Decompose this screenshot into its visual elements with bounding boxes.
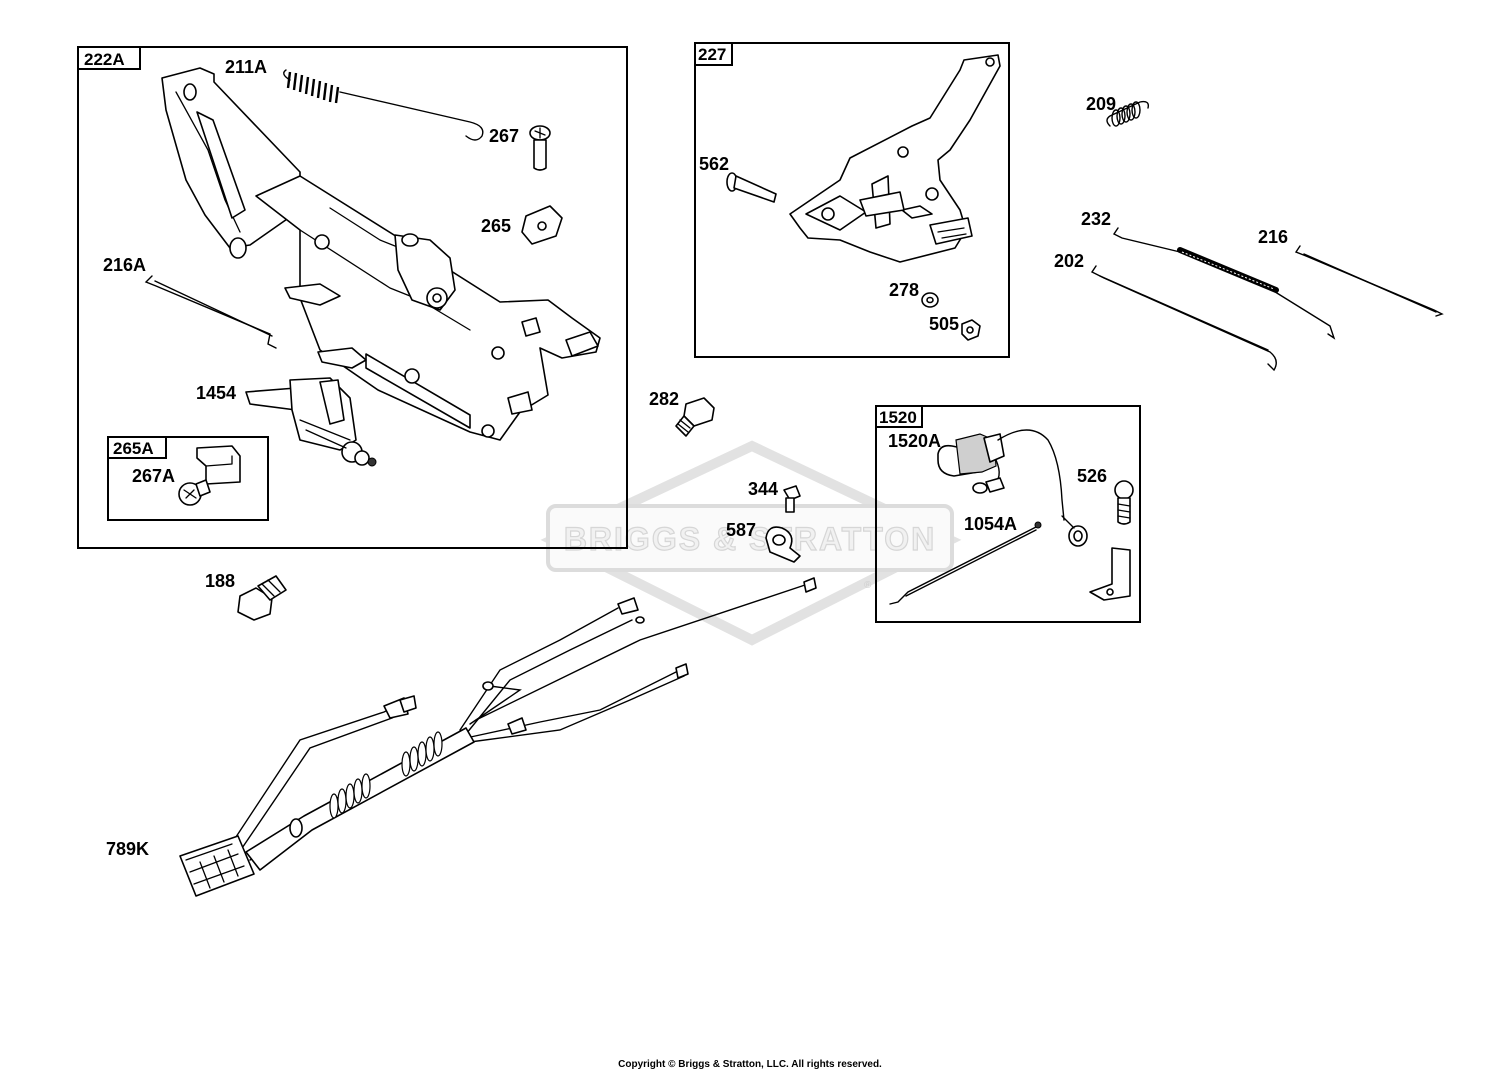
clamp-587-illustration [765, 526, 801, 563]
callout-505: 505 [929, 314, 959, 334]
wire-harness-789k-illustration [179, 577, 817, 897]
spring-209-illustration [1106, 100, 1150, 127]
callout-202: 202 [1054, 251, 1084, 271]
copyright-notice: Copyright © Briggs & Stratton, LLC. All … [618, 1059, 882, 1070]
screw-344-illustration [783, 485, 801, 513]
callout-216a: 216A [103, 255, 146, 275]
callout-587: 587 [726, 520, 756, 540]
screw-267a-illustration [178, 479, 211, 506]
briggs-stratton-watermark: BRIGGS & STRATTON ® [540, 440, 962, 646]
callout-278: 278 [889, 280, 919, 300]
callout-211a: 211A [225, 57, 267, 77]
callout-1520a: 1520A [888, 431, 941, 451]
group-tag-222a: 222A [84, 50, 125, 69]
callout-344: 344 [748, 479, 778, 499]
pin-562-illustration [726, 172, 777, 203]
bracket-1520-illustration [1089, 547, 1131, 601]
spring-rod-232-illustration [1112, 227, 1336, 340]
callout-282: 282 [649, 389, 679, 409]
callout-labels: 211A 267 265 216A 1454 267A 562 278 505 … [103, 57, 1288, 859]
link-rod-216-illustration [1294, 245, 1444, 317]
wire-1054a-illustration [889, 521, 1042, 605]
callout-267a: 267A [132, 466, 175, 486]
clip-265-illustration [521, 205, 563, 245]
callout-526: 526 [1077, 466, 1107, 486]
watermark-registered-mark: ® [864, 580, 872, 591]
group-227: 227 [694, 42, 1010, 358]
group-tag-227: 227 [698, 45, 726, 64]
callout-209: 209 [1086, 94, 1116, 114]
screw-267-illustration [529, 125, 551, 171]
group-tag-1520: 1520 [879, 408, 917, 427]
group-1520: 1520 [875, 405, 1141, 623]
nut-505-illustration [961, 319, 981, 341]
callout-1454: 1454 [196, 383, 236, 403]
screw-526-illustration [1114, 480, 1134, 525]
spring-211a-illustration [283, 69, 484, 141]
group-265a: 265A [107, 436, 269, 521]
clip-265a-illustration [196, 445, 241, 485]
group-222a: 222A [77, 46, 628, 549]
group-tag-265a: 265A [113, 439, 154, 458]
link-rod-202-illustration [1090, 265, 1277, 372]
callout-265: 265 [481, 216, 511, 236]
washer-278-illustration [921, 292, 939, 308]
watermark-brand-text: BRIGGS & STRATTON [564, 521, 936, 557]
callout-1054a: 1054A [964, 514, 1017, 534]
callout-216: 216 [1258, 227, 1288, 247]
callout-232: 232 [1081, 209, 1111, 229]
bolt-188-illustration [237, 575, 287, 621]
callout-562: 562 [699, 154, 729, 174]
control-bracket-illustration [161, 67, 601, 441]
governor-assembly-1454-illustration [245, 377, 377, 467]
switch-1520a-illustration [937, 429, 1088, 547]
callout-267: 267 [489, 126, 519, 146]
link-rod-216a-illustration [144, 275, 277, 349]
bolt-282-illustration [675, 397, 715, 437]
throttle-bracket-227-illustration [789, 54, 1001, 263]
callout-789k: 789K [106, 839, 149, 859]
callout-188: 188 [205, 571, 235, 591]
